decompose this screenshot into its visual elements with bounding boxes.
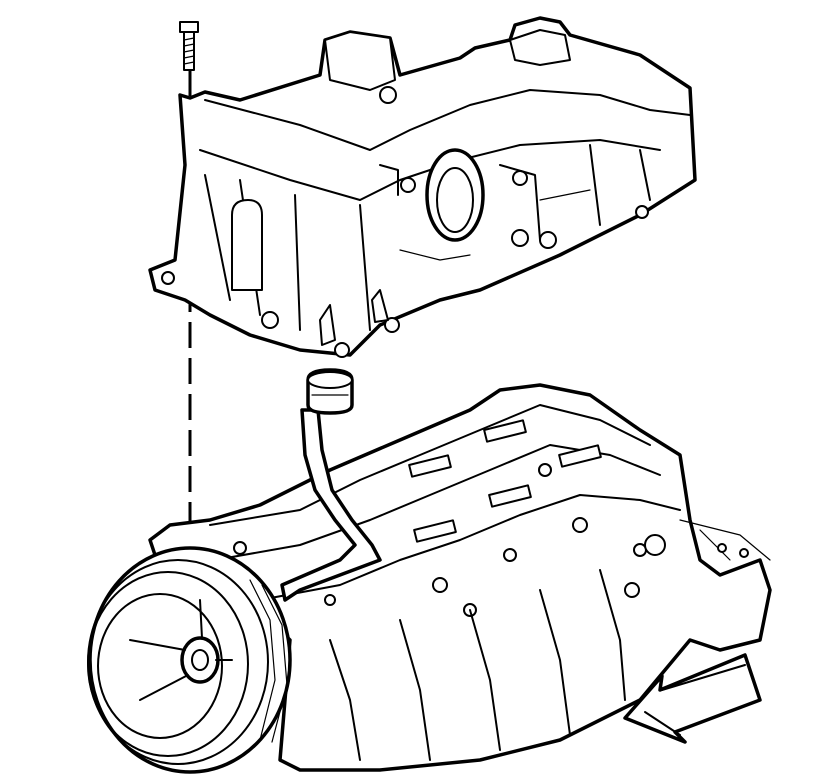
engine-block-icon	[148, 383, 772, 772]
front-direction-arrow-icon	[623, 653, 762, 744]
bolt-icon	[179, 21, 199, 71]
oil-filler-tube-icon	[280, 368, 382, 602]
oil-pan-cover-icon	[148, 16, 697, 358]
crankshaft-pulley-icon	[87, 546, 292, 774]
